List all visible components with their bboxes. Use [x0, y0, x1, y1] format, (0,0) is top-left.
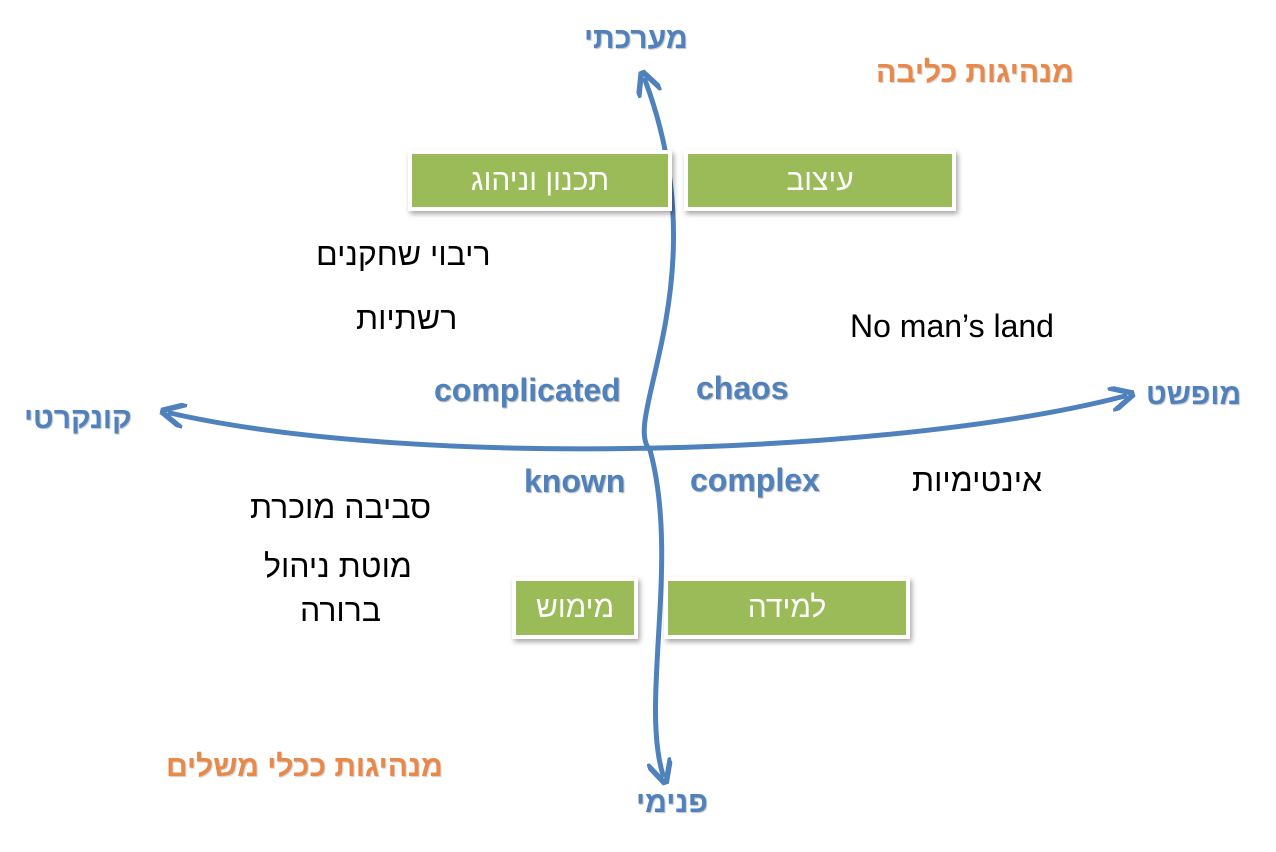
- note-clear-span-line2: ברורה: [300, 592, 381, 628]
- box-planning: תכנון וניהוג: [408, 150, 672, 211]
- axis-label-bottom: פנימי: [636, 786, 708, 819]
- note-familiar-environment: סביבה מוכרת: [250, 489, 432, 525]
- corner-label-complementary-leadership: מנהיגות ככלי משלים: [166, 750, 443, 783]
- domain-complicated: complicated: [434, 372, 621, 408]
- corner-label-core-leadership: מנהיגות כליבה: [876, 56, 1074, 89]
- note-many-players: ריבוי שחקנים: [316, 236, 491, 272]
- box-design: עיצוב: [684, 150, 956, 211]
- axis-label-right: מופשט: [1146, 378, 1242, 411]
- box-learning: למידה: [664, 577, 910, 639]
- vertical-axis-arrow: [644, 80, 677, 775]
- note-clear-span-line1: מוטת ניהול: [264, 548, 412, 584]
- box-implementation: מימוש: [512, 577, 638, 639]
- axis-label-top: מערכתי: [584, 22, 688, 55]
- domain-complex: complex: [690, 462, 820, 498]
- domain-known: known: [524, 463, 626, 499]
- note-intimacies: אינטימיות: [912, 462, 1043, 498]
- axis-label-left: קונקרטי: [24, 402, 132, 435]
- domain-chaos: chaos: [696, 370, 789, 406]
- note-no-mans-land: No man’s land: [850, 308, 1054, 344]
- note-networks: רשתיות: [356, 300, 458, 336]
